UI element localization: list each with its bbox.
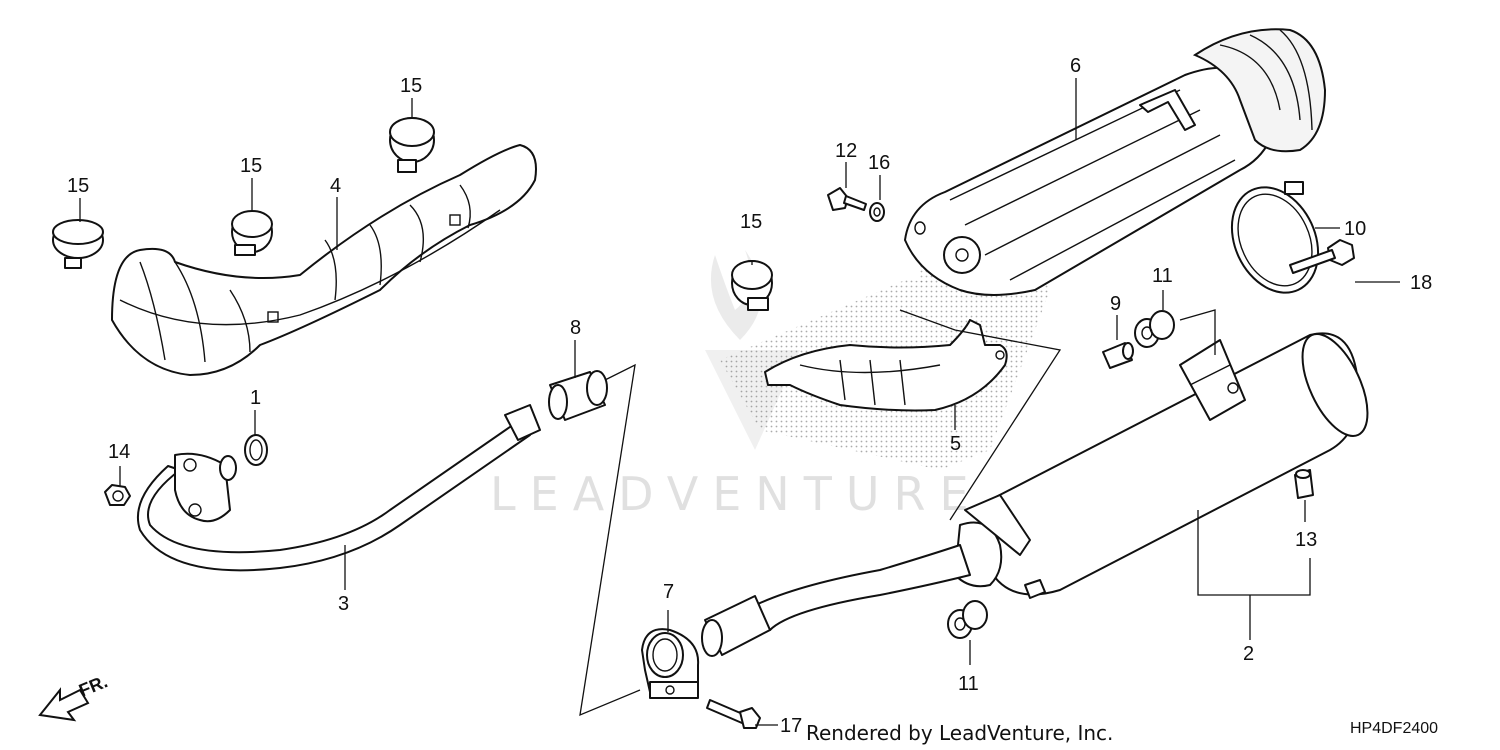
leader-lines [79,78,1400,726]
callout-5[interactable]: 5 [950,433,961,455]
callout-3[interactable]: 3 [338,593,349,615]
callout-18[interactable]: 18 [1410,272,1432,294]
part-3-exhaust-pipe[interactable] [136,404,541,572]
part-11-grommet-b[interactable] [947,600,988,639]
callout-9[interactable]: 9 [1110,293,1121,315]
part-15-clamp-c[interactable] [389,117,435,173]
diagram-code: HP4DF2400 [1350,720,1438,737]
callout-4[interactable]: 4 [330,175,341,197]
watermark-text: LEADVENTURE [490,467,983,521]
callout-8[interactable]: 8 [570,317,581,339]
part-14-nut[interactable] [104,484,131,506]
part-12-bolt[interactable] [827,187,867,211]
callout-15-a[interactable]: 15 [67,175,89,197]
render-credit: Rendered by LeadVenture, Inc. [806,721,1113,745]
callout-6[interactable]: 6 [1070,55,1081,77]
front-direction-arrow: FR. [38,671,110,722]
callout-1[interactable]: 1 [250,387,261,409]
callout-15-d[interactable]: 15 [740,211,762,233]
callout-14[interactable]: 14 [108,441,130,463]
part-18-bolt[interactable] [1289,239,1355,274]
callout-17[interactable]: 17 [780,715,802,737]
part-2-muffler[interactable] [701,325,1381,657]
callout-10[interactable]: 10 [1344,218,1366,240]
part-15-clamp-d[interactable] [731,260,773,311]
part-1-gasket[interactable] [244,434,268,466]
part-17-bolt[interactable] [706,699,761,729]
callout-13[interactable]: 13 [1295,529,1317,551]
part-15-clamp-a[interactable] [52,219,104,269]
part-10-band[interactable] [1216,173,1335,307]
callout-2[interactable]: 2 [1243,643,1254,665]
front-label: FR. [76,671,110,700]
part-13-bolt[interactable] [1294,469,1314,499]
callout-11-lower[interactable]: 11 [958,673,979,695]
callouts: 1 2 3 4 5 6 7 8 9 10 11 11 12 13 14 15 1… [67,55,1432,737]
part-5-heat-shield[interactable] [764,319,1008,412]
callout-15-c[interactable]: 15 [400,75,422,97]
part-4-pipe-protector[interactable] [111,144,537,376]
part-15-clamp-b[interactable] [231,210,273,256]
callout-12[interactable]: 12 [835,140,857,162]
part-9-collar[interactable] [1102,342,1134,369]
callout-11-upper[interactable]: 11 [1152,265,1173,287]
part-11-grommet-a[interactable] [1134,310,1175,348]
part-8-joint-collar[interactable] [548,370,608,421]
part-6-muffler-protector[interactable] [904,28,1327,296]
callout-7[interactable]: 7 [663,581,674,603]
callout-15-b[interactable]: 15 [240,155,262,177]
part-16-washer[interactable] [869,202,885,222]
part-7-clamp[interactable] [641,628,700,699]
callout-16[interactable]: 16 [868,152,890,174]
